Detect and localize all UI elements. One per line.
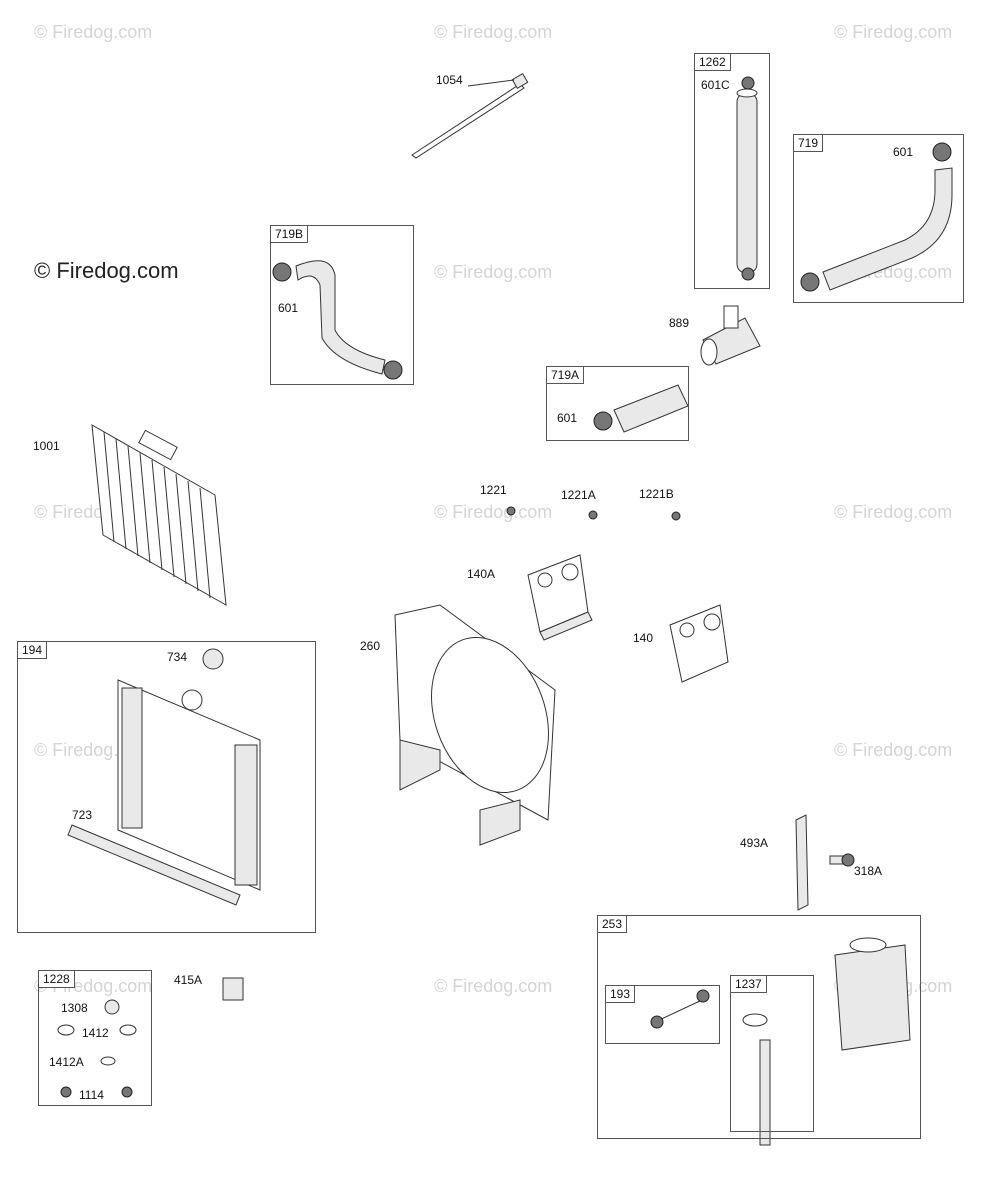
part-group-box: 194 xyxy=(17,641,316,933)
part-group-box: 253 xyxy=(597,915,921,1139)
copyright-watermark: © Firedog.com xyxy=(34,258,179,283)
part-callout[interactable]: 140 xyxy=(633,631,654,645)
part-callout[interactable]: 1221B xyxy=(639,487,674,501)
watermark: © Firedog.com xyxy=(434,262,553,282)
part-callout[interactable]: 260 xyxy=(360,639,381,653)
group-number[interactable]: 1237 xyxy=(731,976,767,993)
bracket-part[interactable] xyxy=(527,554,593,641)
part-callout[interactable]: 1412 xyxy=(82,1026,109,1040)
group-number[interactable]: 719A xyxy=(547,367,585,384)
straight-hose-part[interactable] xyxy=(593,384,689,433)
screw-part[interactable] xyxy=(671,511,681,521)
part-callout[interactable]: 1221 xyxy=(480,483,507,497)
straight-hose-part[interactable] xyxy=(736,76,758,281)
part-callout[interactable]: 1221A xyxy=(561,488,596,502)
mounting-bracket-part[interactable] xyxy=(795,814,809,911)
radiator-part[interactable] xyxy=(67,648,261,906)
screw-part[interactable] xyxy=(588,510,598,520)
part-callout[interactable]: 601 xyxy=(557,411,578,425)
group-number[interactable]: 1262 xyxy=(695,54,731,71)
part-callout[interactable]: 1308 xyxy=(61,1001,88,1015)
cable-tie-part[interactable] xyxy=(411,72,529,159)
watermark: © Firedog.com xyxy=(434,976,553,996)
part-callout[interactable]: 1114 xyxy=(79,1088,104,1102)
part-group-box: 719A xyxy=(546,366,689,441)
part-group-box: 193 xyxy=(605,985,720,1044)
watermark: © Firedog.com xyxy=(34,22,153,42)
watermark: © Firedog.com xyxy=(834,22,953,42)
hardware-kit-part[interactable] xyxy=(57,999,137,1098)
watermark: © Firedog.com xyxy=(434,22,553,42)
watermark: © Firedog.com xyxy=(834,502,953,522)
group-number[interactable]: 1228 xyxy=(39,971,75,988)
screw-part[interactable] xyxy=(506,506,516,516)
part-callout[interactable]: 889 xyxy=(669,316,690,330)
bracket-part[interactable] xyxy=(669,604,729,683)
radiator-screen-part[interactable] xyxy=(91,424,227,606)
part-callout[interactable]: 601 xyxy=(278,301,299,315)
part-callout[interactable]: 1412A xyxy=(49,1055,84,1069)
part-callout[interactable]: 723 xyxy=(72,808,93,822)
watermark: © Firedog.com xyxy=(434,502,553,522)
tee-fitting-part[interactable] xyxy=(700,305,761,366)
part-group-box: 719B xyxy=(270,225,414,385)
part-callout[interactable]: 601 xyxy=(893,145,914,159)
part-group-box: 1262 xyxy=(694,53,770,289)
part-callout[interactable]: 734 xyxy=(167,650,188,664)
part-callout[interactable]: 493A xyxy=(740,836,769,850)
group-number[interactable]: 253 xyxy=(598,916,628,933)
group-number[interactable]: 719B xyxy=(271,226,309,243)
part-callout[interactable]: 601C xyxy=(701,78,730,92)
fan-shroud-part[interactable] xyxy=(394,604,569,846)
bolt-part[interactable] xyxy=(829,853,855,867)
part-group-box: 1237 xyxy=(730,975,814,1132)
watermark: © Firedog.com xyxy=(834,740,953,760)
group-number[interactable]: 193 xyxy=(606,986,636,1003)
part-group-box: 1228 xyxy=(38,970,152,1106)
part-callout[interactable]: 1054 xyxy=(436,73,463,87)
group-number[interactable]: 194 xyxy=(18,642,48,659)
bent-hose-part[interactable] xyxy=(800,142,953,292)
group-number[interactable]: 719 xyxy=(794,135,824,152)
overflow-tank-part[interactable] xyxy=(650,937,911,1146)
part-callout[interactable]: 1001 xyxy=(33,439,60,453)
drain-plug-part[interactable] xyxy=(222,977,244,1001)
part-group-box: 719 xyxy=(793,134,964,303)
part-callout[interactable]: 415A xyxy=(174,973,203,987)
bent-hose-part[interactable] xyxy=(272,260,403,380)
part-callout[interactable]: 318A xyxy=(854,864,883,878)
part-callout[interactable]: 140A xyxy=(467,567,496,581)
